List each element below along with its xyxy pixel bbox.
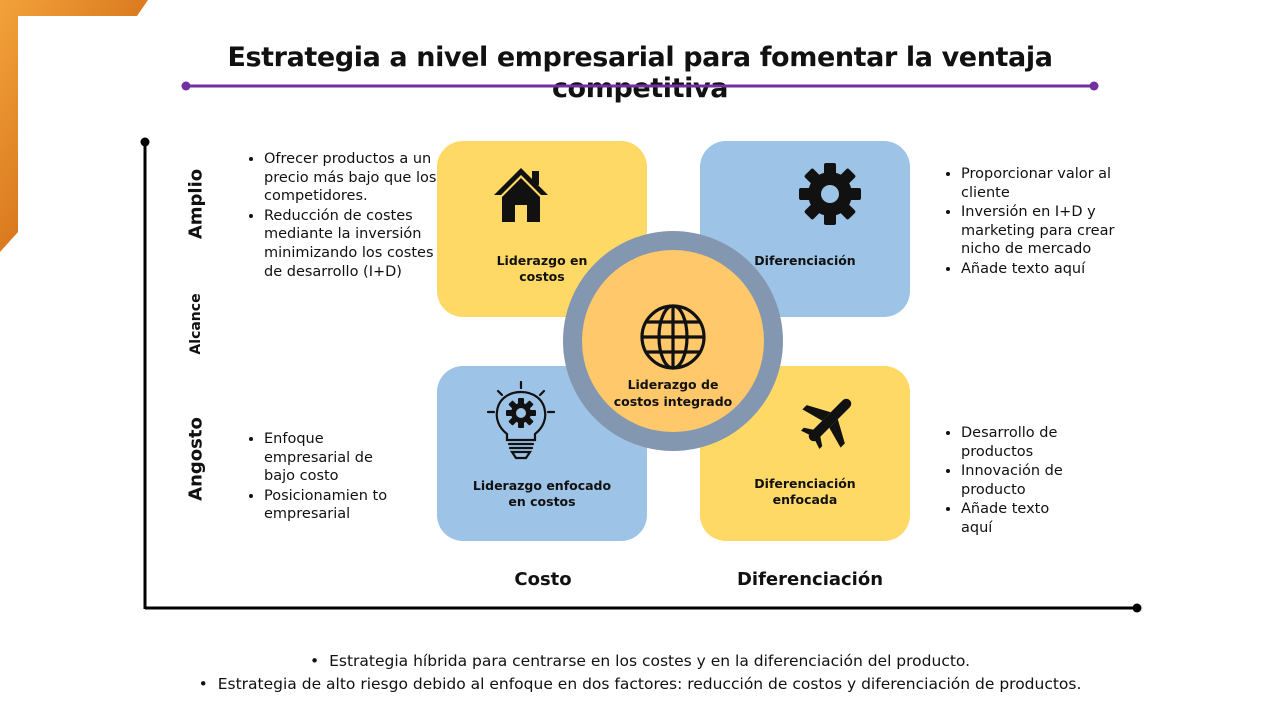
tile-label: Diferenciación — [754, 253, 856, 268]
center-circle: Liderazgo de costos integrado — [582, 250, 764, 432]
list-item: Proporcionar valor al cliente — [961, 165, 1139, 202]
tile-label: Liderazgo en costos — [496, 253, 588, 284]
globe-icon — [640, 304, 706, 370]
list-item: Reducción de costes mediante la inversió… — [264, 207, 446, 281]
list-item: Enfoque empresarial de bajo costo — [264, 430, 392, 486]
lightbulb-gear-icon — [486, 380, 556, 460]
list-item: Estrategia de alto riesgo debido al enfo… — [0, 673, 1280, 696]
bullets-bottom-right: Desarrollo de productos Innovación de pr… — [941, 424, 1085, 539]
center-ring: Liderazgo de costos integrado — [563, 231, 783, 451]
bottom-notes: Estrategia híbrida para centrarse en los… — [0, 650, 1280, 696]
y-axis-top-label: Amplio — [185, 168, 207, 240]
bullets-bottom-left: Enfoque empresarial de bajo costo Posici… — [244, 430, 392, 525]
y-axis-bottom-label: Angosto — [185, 417, 207, 501]
house-icon — [494, 168, 548, 222]
list-item: Inversión en I+D y marketing para crear … — [961, 203, 1139, 259]
list-item: Estrategia híbrida para centrarse en los… — [0, 650, 1280, 673]
list-item: Añade texto aquí — [961, 500, 1085, 537]
title-underline — [181, 81, 1099, 91]
x-axis-right-label: Diferenciación — [736, 569, 884, 590]
tile-label: Diferenciación enfocada — [754, 476, 856, 507]
list-item: Desarrollo de productos — [961, 424, 1085, 461]
tile-focused-cost-leadership: Liderazgo enfocado en costos — [437, 366, 647, 541]
tile-cost-leadership: Liderazgo en costos — [437, 141, 647, 317]
list-item: Ofrecer productos a un precio más bajo q… — [264, 150, 446, 206]
center-label: Liderazgo de costos integrado — [613, 377, 733, 409]
airplane-icon — [801, 398, 852, 449]
x-axis-left-label: Costo — [514, 569, 572, 590]
tile-label: Liderazgo enfocado en costos — [472, 478, 612, 509]
corner-decoration — [0, 0, 148, 252]
gear-icon — [799, 163, 861, 225]
list-item: Innovación de producto — [961, 462, 1085, 499]
page-title: Estrategia a nivel empresarial para fome… — [227, 42, 1053, 104]
list-item: Añade texto aquí — [961, 260, 1139, 279]
bullets-top-left: Ofrecer productos a un precio más bajo q… — [244, 150, 446, 282]
y-axis-title: Alcance — [188, 293, 204, 355]
tile-focused-differentiation: Diferenciación enfocada — [700, 366, 910, 541]
bullets-top-right: Proporcionar valor al cliente Inversión … — [941, 165, 1139, 280]
list-item: Posicionamien to empresarial — [264, 487, 392, 524]
